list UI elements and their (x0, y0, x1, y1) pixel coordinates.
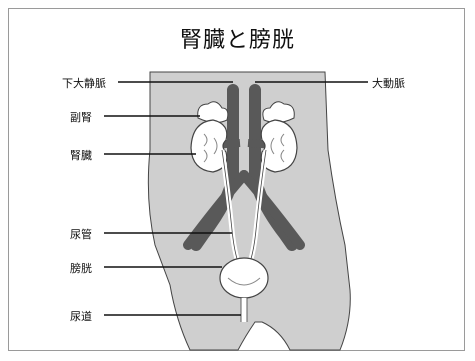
label-kidney: 腎臓 (70, 147, 92, 163)
label-aorta: 大動脈 (372, 75, 405, 91)
label-adrenal-gland: 副腎 (70, 109, 92, 125)
label-ureter: 尿管 (70, 226, 92, 242)
label-bladder: 膀胱 (70, 260, 92, 276)
label-urethra: 尿道 (70, 308, 92, 324)
bladder (220, 258, 268, 298)
label-inferior-vena-cava: 下大静脈 (62, 75, 106, 91)
